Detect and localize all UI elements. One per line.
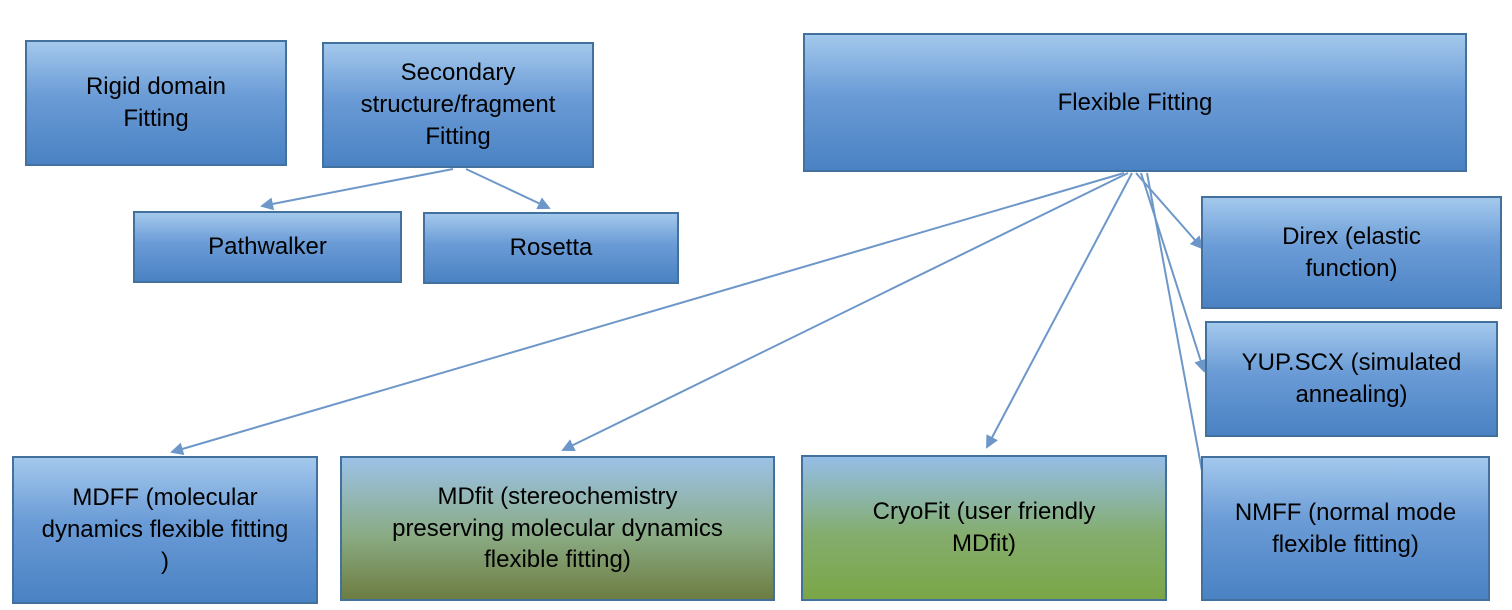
node-label: MDFF (molecular dynamics flexible fittin… <box>41 484 289 575</box>
node-rigid-domain-fitting: Rigid domain Fitting <box>25 40 287 166</box>
edge-flexible-to-direx <box>1135 172 1204 250</box>
edge-flexible-to-yupscx <box>1140 172 1207 373</box>
node-flexible-fitting: Flexible Fitting <box>803 33 1467 172</box>
node-label: Rigid domain Fitting <box>85 73 227 132</box>
node-mdfit: MDfit (stereochemistry preserving molecu… <box>340 456 775 601</box>
node-pathwalker: Pathwalker <box>133 211 402 283</box>
node-label: Rosetta <box>509 234 593 262</box>
node-direx: Direx (elastic function) <box>1201 196 1502 309</box>
node-secondary-structure-fragment-fitting: Secondary structure/fragment Fitting <box>322 42 594 168</box>
node-label: MDfit (stereochemistry preserving molecu… <box>392 482 723 574</box>
edge-flexible-to-cryofit <box>986 172 1133 449</box>
node-label: Secondary structure/fragment Fitting <box>360 59 556 150</box>
node-label: Flexible Fitting <box>1057 88 1213 116</box>
node-cryofit: CryoFit (user friendly MDfit) <box>801 455 1167 601</box>
node-label: CryoFit (user friendly MDfit) <box>872 498 1096 557</box>
node-label: Direx (elastic function) <box>1282 222 1421 282</box>
edge-secondary-to-pathwalker <box>260 168 454 211</box>
node-nmff: NMFF (normal mode flexible fitting) <box>1201 456 1490 601</box>
edge-secondary-to-rosetta <box>465 168 551 210</box>
node-label: YUP.SCX (simulated annealing) <box>1241 349 1462 408</box>
node-mdff: MDFF (molecular dynamics flexible fittin… <box>12 456 318 604</box>
node-label: Pathwalker <box>208 233 327 261</box>
node-yup-scx: YUP.SCX (simulated annealing) <box>1205 321 1498 437</box>
node-label: NMFF (normal mode flexible fitting) <box>1234 498 1457 558</box>
node-rosetta: Rosetta <box>423 212 679 284</box>
